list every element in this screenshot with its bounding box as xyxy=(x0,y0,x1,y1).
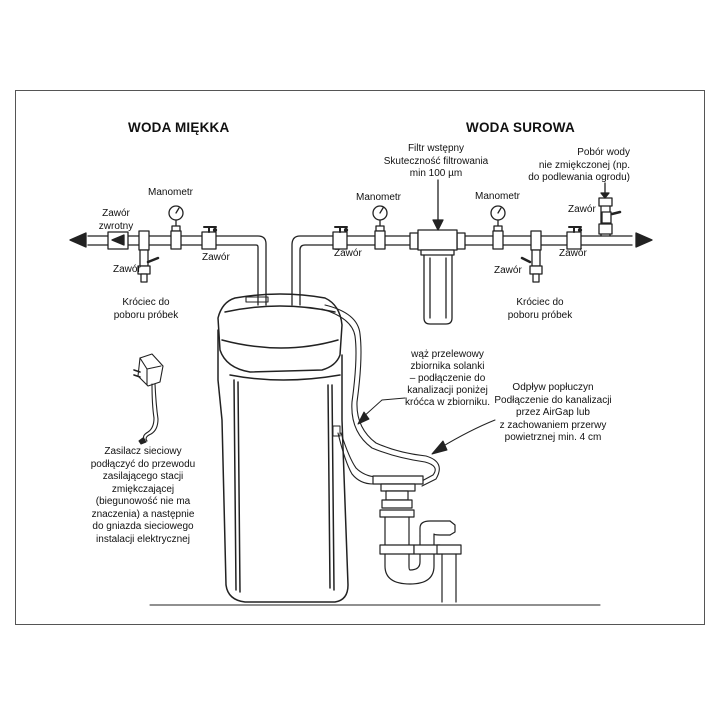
valve-icon xyxy=(566,226,583,250)
soft-water-pipe xyxy=(69,232,267,306)
label-manometr-mid: Manometr xyxy=(356,192,402,203)
softener-cabinet xyxy=(217,293,349,603)
check-valve-icon xyxy=(107,231,129,250)
label-krociec-left: Króciec do poboru próbek xyxy=(113,297,179,321)
label-zawor-zwrotny: Zawór zwrotny xyxy=(98,208,134,232)
siphon-trap-icon xyxy=(372,475,462,603)
heading-soft-water: WODA MIĘKKA xyxy=(128,120,230,135)
callout-arrows xyxy=(357,397,496,455)
inlet-arrow xyxy=(635,232,653,248)
valve-icon xyxy=(332,226,349,250)
heading-raw-water: WODA SUROWA xyxy=(466,120,575,135)
label-zawor-right-low: Zawór xyxy=(559,248,587,259)
valve-icon xyxy=(201,226,218,250)
sample-valve-right xyxy=(520,230,543,283)
garden-tap-branch xyxy=(598,182,622,237)
label-krociec-right: Króciec do poboru próbek xyxy=(507,297,573,321)
filter-housing-icon xyxy=(409,179,466,325)
label-zawor-mid: Zawór xyxy=(334,248,362,259)
overflow-hose xyxy=(337,432,377,485)
label-zasilacz: Zasilacz sieciowy podłączyć do przewodu … xyxy=(90,446,196,545)
label-zawor-right-top: Zawór xyxy=(568,204,596,215)
label-waz: wąż przelewowy zbiornika solanki – podłą… xyxy=(404,349,491,408)
power-adapter-icon xyxy=(133,353,164,445)
label-zawor-left-mid: Zawór xyxy=(202,252,230,263)
drain-hose xyxy=(321,304,440,487)
gauge-icon xyxy=(372,205,388,250)
label-pobor: Pobór wody nie zmiękczonej (np. do podle… xyxy=(528,147,630,183)
label-manometr-right: Manometr xyxy=(475,191,521,202)
label-zawor-left-bottom: Zawór xyxy=(113,264,141,275)
label-zawor-right-mid: Zawór xyxy=(494,265,522,276)
raw-water-pipe xyxy=(291,232,653,306)
sample-valve-left xyxy=(137,230,160,283)
gauge-icon xyxy=(490,205,506,250)
label-filtr: Filtr wstępny Skuteczność filtrowania mi… xyxy=(383,143,489,179)
gauge-icon xyxy=(168,205,184,250)
label-manometr-left: Manometr xyxy=(148,187,194,198)
diagram-frame xyxy=(15,90,705,625)
outlet-arrow xyxy=(69,232,87,248)
label-odplyw: Odpływ popłuczyn Podłączenie do kanaliza… xyxy=(494,382,612,443)
